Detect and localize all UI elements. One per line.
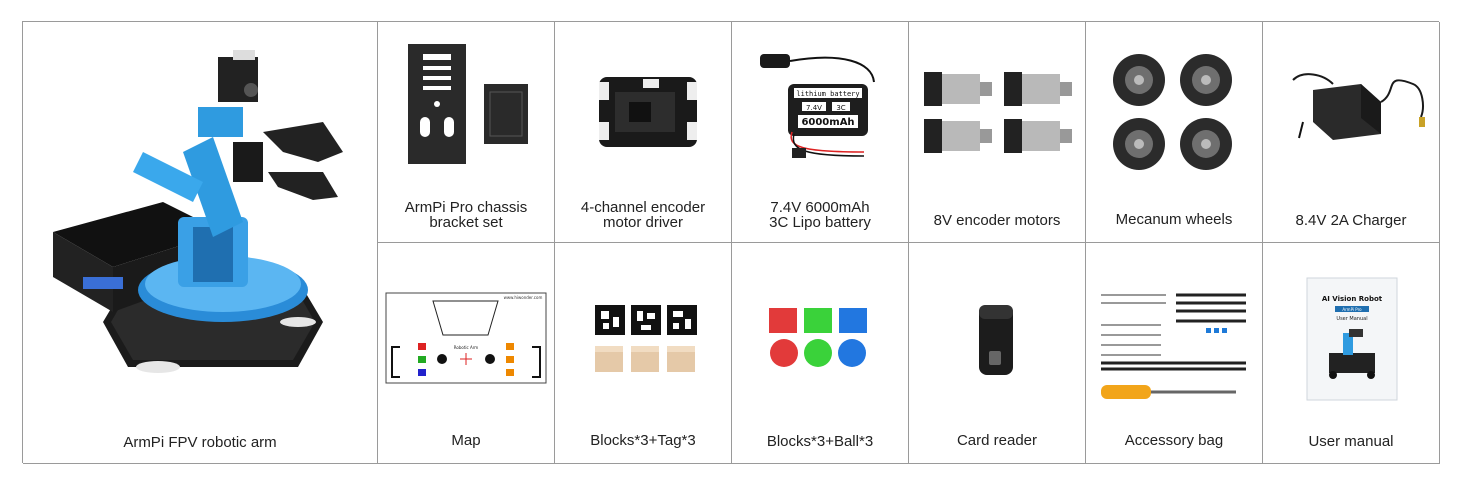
motor-driver-board-image [599,77,697,147]
item-chassis-bracket-set: ArmPi Pro chassis bracket set [378,22,555,243]
robotic-arm-image [53,50,343,373]
battery-image: lithium battery 7.4V 3C 6000mAh [760,54,875,158]
blocks-tags-image [595,305,697,372]
item-blocks-tag: Blocks*3+Tag*3 [555,243,732,464]
item-charger: 8.4V 2A Charger [1263,22,1440,243]
encoder-motors-image [924,72,1072,153]
item-lipo-battery: lithium battery 7.4V 3C 6000mAh 7.4V 600… [732,22,909,243]
user-manual-image: AI Vision Robot ArmPi Pro User Manual [1306,277,1398,401]
svg-text:ArmPi Pro: ArmPi Pro [1342,307,1362,312]
item-label: 8.4V 2A Charger [1295,212,1407,229]
item-user-manual: AI Vision Robot ArmPi Pro User Manual Us… [1263,243,1440,464]
mecanum-wheels-image [1113,54,1232,170]
accessory-bag-image [1101,293,1246,399]
map-image: www.hiwonder.com Robotic Arm [385,292,547,384]
svg-text:AI Vision Robot: AI Vision Robot [1322,295,1383,303]
item-label: Mecanum wheels [1115,211,1233,228]
chassis-bracket-image [408,44,528,164]
item-map: www.hiwonder.com Robotic Arm Map [378,243,555,464]
product-package-grid: ArmPi FPV robotic arm ArmPi Pro chassis … [22,21,1440,464]
item-label: 4-channel encoder motor driver [580,199,706,231]
item-encoder-motor-driver: 4-channel encoder motor driver [555,22,732,243]
item-accessory-bag: Accessory bag [1086,243,1263,464]
item-card-reader: Card reader [909,243,1086,464]
item-blocks-ball: Blocks*3+Ball*3 [732,243,909,464]
svg-text:7.4V: 7.4V [806,104,822,112]
svg-text:6000mAh: 6000mAh [801,117,854,128]
svg-text:Robotic Arm: Robotic Arm [454,345,478,350]
item-label: Blocks*3+Ball*3 [766,433,874,450]
item-armpi-fpv-robotic-arm: ArmPi FPV robotic arm [23,22,378,464]
svg-text:lithium battery: lithium battery [796,90,859,98]
item-label: Map [451,432,481,449]
svg-text:3C: 3C [836,104,845,112]
blocks-balls-image [769,308,867,367]
svg-text:www.hiwonder.com: www.hiwonder.com [504,295,543,300]
item-label: Card reader [956,432,1038,449]
item-label: 8V encoder motors [933,212,1061,229]
item-label: ArmPi Pro chassis bracket set [404,199,528,231]
charger-image [1292,73,1425,140]
item-label: Accessory bag [1124,432,1224,449]
item-label: User manual [1308,433,1394,450]
item-mecanum-wheels: Mecanum wheels [1086,22,1263,243]
svg-text:User Manual: User Manual [1336,316,1367,322]
item-encoder-motors: 8V encoder motors [909,22,1086,243]
item-label: Blocks*3+Tag*3 [590,432,696,449]
card-reader-image [979,305,1013,375]
item-label: 7.4V 6000mAh 3C Lipo battery [769,199,871,231]
item-label: ArmPi FPV robotic arm [123,434,277,451]
